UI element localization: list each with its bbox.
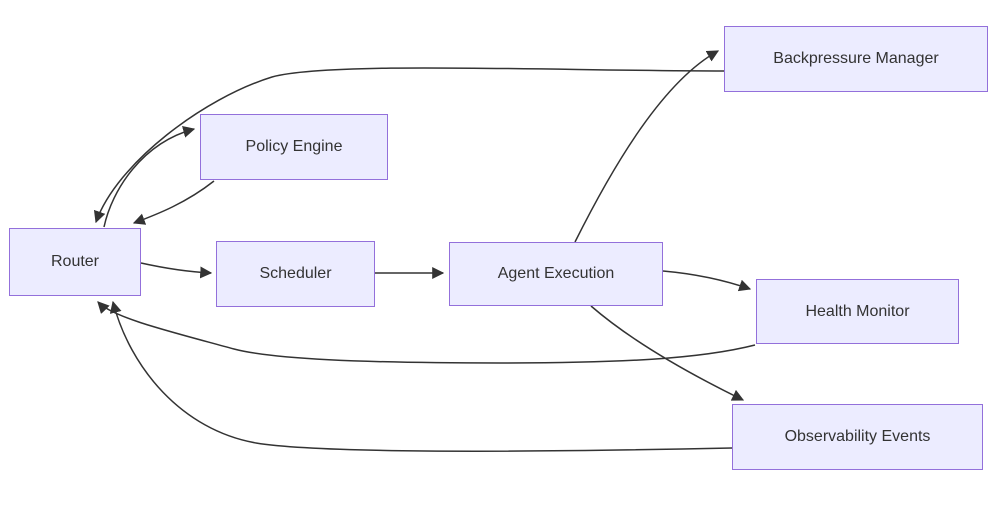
node-label-observability-events: Observability Events (784, 428, 931, 445)
node-scheduler: Scheduler (216, 241, 375, 307)
node-router: Router (9, 228, 141, 296)
node-label-router: Router (50, 253, 100, 270)
edge-agent-execution-to-observability-events (590, 305, 745, 401)
node-health-monitor: Health Monitor (756, 279, 959, 344)
node-observability-events: Observability Events (732, 404, 983, 470)
node-agent-execution: Agent Execution (449, 242, 663, 306)
edge-observability-events-to-router (109, 300, 733, 452)
node-backpressure-manager: Backpressure Manager (724, 26, 988, 92)
node-label-agent-execution: Agent Execution (497, 265, 615, 282)
node-label-health-monitor: Health Monitor (805, 302, 910, 320)
edge-agent-execution-to-backpressure-manager (574, 50, 720, 243)
edge-health-monitor-to-router (97, 301, 756, 364)
edge-backpressure-manager-to-router (93, 67, 725, 224)
edge-policy-engine-to-router (132, 180, 215, 225)
node-label-backpressure-manager: Backpressure Manager (773, 50, 939, 67)
edge-router-to-policy-engine (103, 126, 196, 228)
node-policy-engine: Policy Engine (200, 114, 388, 180)
edge-router-to-scheduler (140, 262, 213, 279)
node-label-scheduler: Scheduler (259, 265, 332, 282)
node-label-policy-engine: Policy Engine (245, 138, 343, 155)
edge-agent-execution-to-health-monitor (662, 270, 752, 292)
